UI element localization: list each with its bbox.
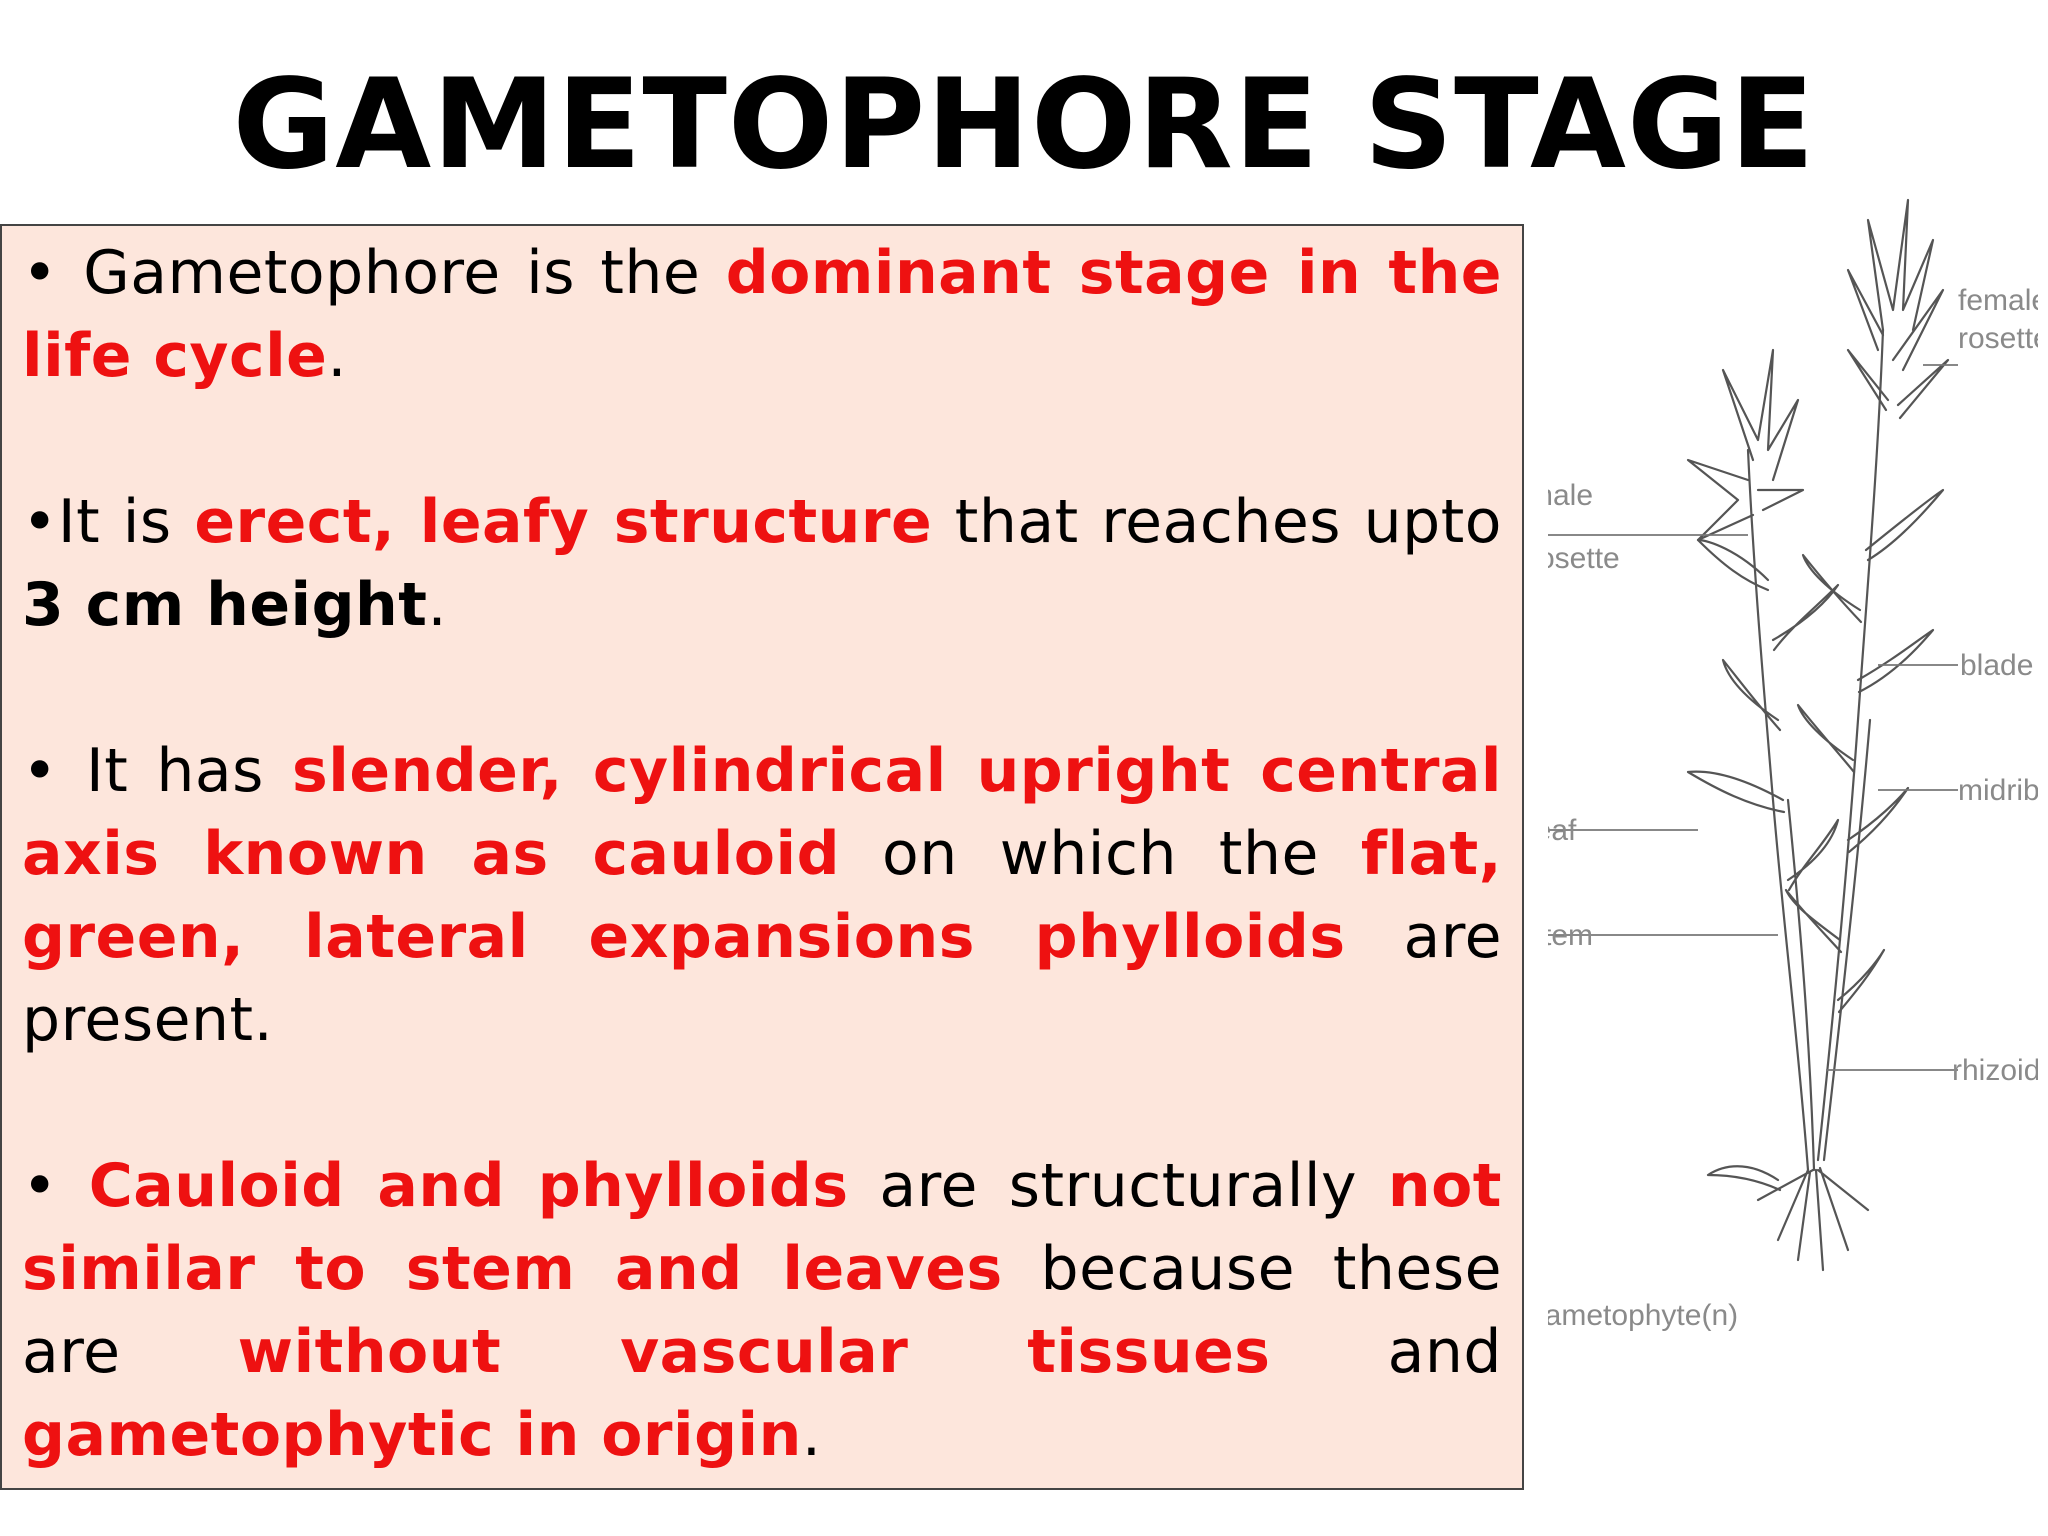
- label-midrib: midrib: [1958, 774, 2038, 807]
- body-text: .: [427, 570, 448, 640]
- body-text: •: [22, 1151, 89, 1221]
- highlight-red-text: not similar to stem and leaves: [22, 1151, 1502, 1304]
- highlight-red-text: Cauloid and phylloids: [88, 1151, 849, 1221]
- slide-title: GAMETOPHORE STAGE: [232, 53, 1816, 197]
- bullet-not-similar: • Cauloid and phylloids are structurally…: [22, 1145, 1502, 1477]
- label-stem: stem: [1548, 919, 1593, 952]
- body-text: .: [801, 1400, 822, 1470]
- bullet-cauloid-phylloids: • It has slender, cylindrical upright ce…: [22, 730, 1502, 1062]
- label-male-rosette-line1: male: [1548, 479, 1593, 512]
- moss-gametophyte-diagram: female rosette male rosette blade midrib…: [1548, 160, 2038, 1410]
- moss-gametophyte-illustration: female rosette male rosette blade midrib…: [1548, 198, 2038, 1332]
- body-text: on which the: [840, 819, 1361, 889]
- body-text: that reaches upto: [932, 487, 1503, 557]
- bullet-erect-structure: •It is erect, leafy structure that reach…: [22, 481, 1502, 647]
- body-text: are present.: [22, 902, 1502, 1055]
- body-text: •It is: [22, 487, 195, 557]
- highlight-red-text: slender, cylindrical upright central axi…: [22, 736, 1502, 889]
- label-rhizoids: rhizoids: [1952, 1054, 2038, 1087]
- label-female-rosette-line1: female: [1958, 284, 2038, 317]
- body-text: and: [1270, 1317, 1502, 1387]
- bullet-dominant-stage: • Gametophore is the dominant stage in t…: [22, 232, 1502, 398]
- content-box: • Gametophore is the dominant stage in t…: [0, 224, 1524, 1490]
- label-male-rosette-line2: rosette: [1548, 542, 1620, 575]
- body-text: because these are: [22, 1234, 1502, 1387]
- label-gametophyte: gametophyte(n): [1548, 1299, 1738, 1332]
- label-leaf: leaf: [1548, 814, 1577, 847]
- highlight-red-text: gametophytic in origin: [22, 1400, 802, 1470]
- highlight-red-text: erect, leafy structure: [194, 487, 933, 557]
- label-blade: blade: [1960, 649, 2033, 682]
- body-text: .: [327, 321, 347, 391]
- highlight-red-text: dominant stage in the life cycle: [22, 238, 1502, 391]
- highlight-red-text: flat, green, lateral expansions phylloid…: [22, 819, 1503, 972]
- body-text: • Gametophore is the: [22, 238, 726, 308]
- body-text: are structurally: [848, 1151, 1388, 1221]
- label-female-rosette-line2: rosette: [1958, 322, 2038, 355]
- highlight-red-text: without vascular tissues: [237, 1317, 1271, 1387]
- highlight-bold-text: 3 cm height: [22, 570, 428, 640]
- body-text: • It has: [22, 736, 293, 806]
